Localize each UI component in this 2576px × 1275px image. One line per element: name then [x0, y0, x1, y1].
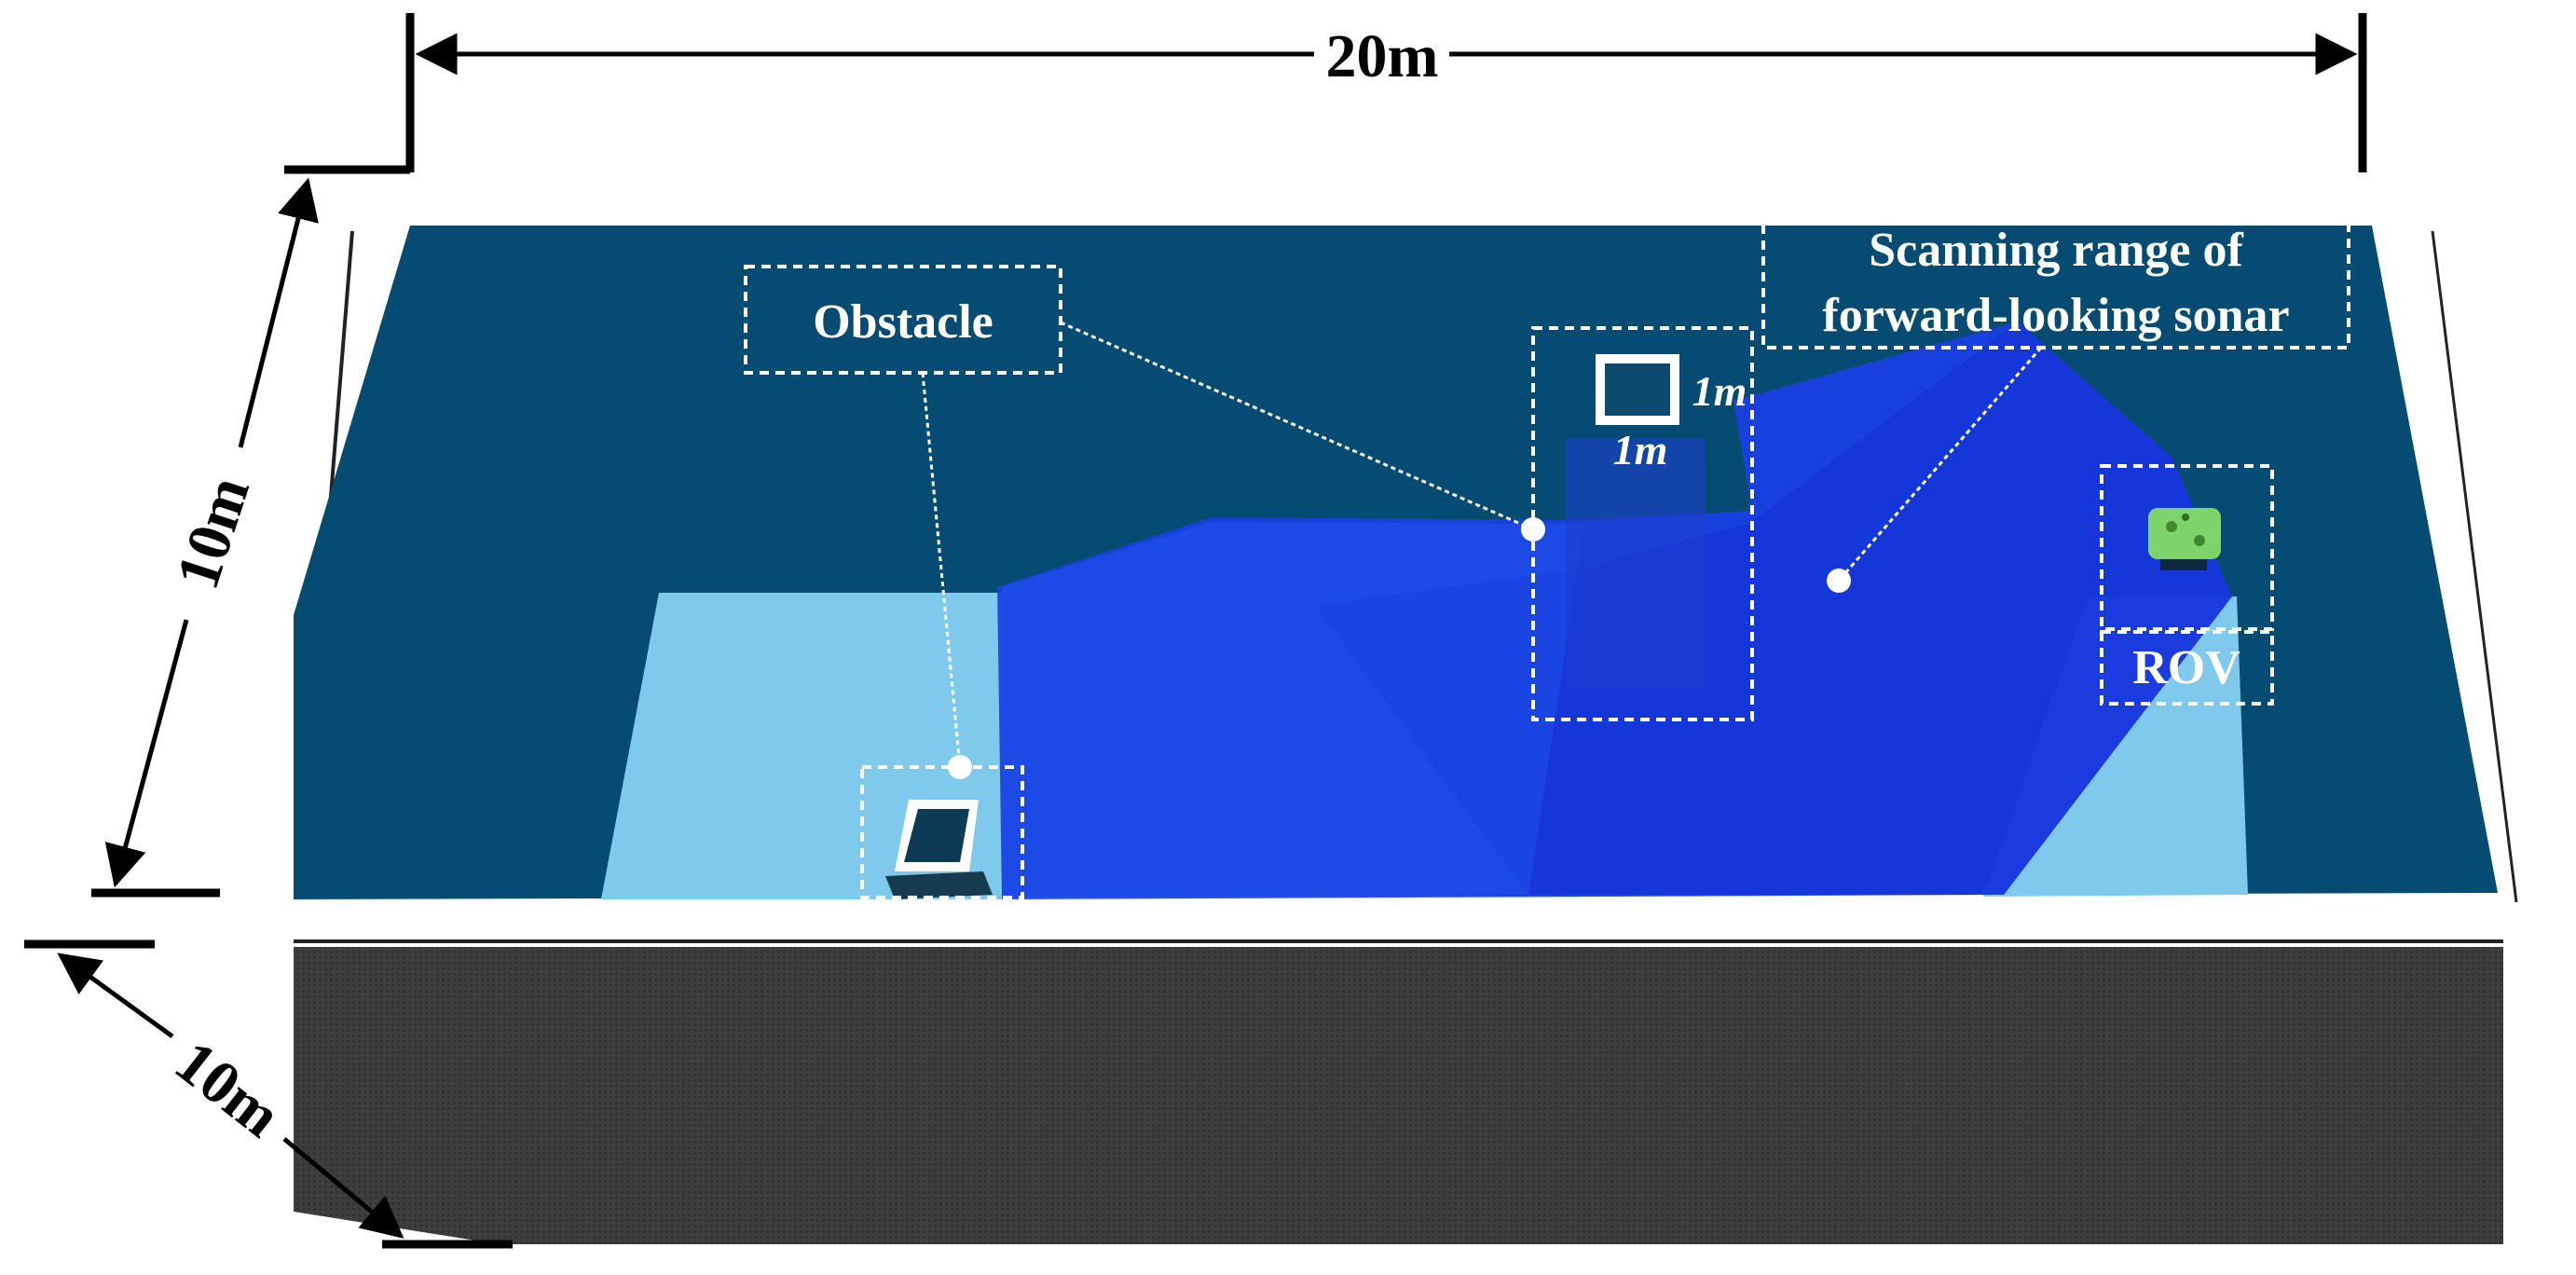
leader-obstacle-near	[921, 372, 962, 768]
sonar-beam-highlight	[1002, 522, 1584, 899]
obstacle-width-label: 1m	[1613, 426, 1668, 473]
obstacle-far-pillar	[1566, 438, 1706, 690]
rov-icon	[2148, 508, 2221, 570]
leader-dot-far	[1521, 517, 1545, 542]
floor-patch-left	[601, 593, 1002, 899]
obstacle-near-top	[904, 809, 969, 862]
depth-arrow-up	[238, 177, 319, 448]
rov-label: ROV	[2132, 641, 2240, 694]
tank-rim-inner-line-right	[2431, 230, 2518, 903]
obstacle-label: Obstacle	[813, 295, 993, 349]
sonar-label-box	[1761, 220, 2350, 350]
near-obstacle-box	[860, 765, 1024, 899]
tank-front-wall	[294, 941, 2503, 1244]
obstacle-far-top	[1605, 363, 1670, 416]
sonar-label-line2: forward-looking sonar	[1822, 289, 2289, 342]
far-obstacle-box	[1531, 326, 1754, 721]
leader-sonar	[1837, 347, 2043, 582]
sonar-label-line1: Scanning range of	[1869, 224, 2243, 277]
rov-label-box	[2100, 630, 2274, 706]
width-label: 20m	[1326, 22, 1439, 90]
leader-dot-near	[948, 755, 972, 779]
dimension-width	[284, 13, 2367, 174]
height-arrow-up	[57, 953, 174, 1039]
height-label: 10m	[163, 1027, 294, 1150]
obstacle-height-label: 1m	[1692, 367, 1747, 415]
leader-obstacle-far	[1060, 321, 1534, 531]
dimension-height	[24, 939, 513, 1249]
height-arrow-down	[282, 1137, 404, 1239]
depth-arrow-down	[104, 619, 189, 888]
rov-box	[2100, 464, 2274, 631]
sonar-beam-shade	[1314, 322, 2232, 895]
obstacle-label-box	[744, 265, 1062, 375]
leader-dot-sonar	[1827, 569, 1851, 593]
obstacle-near-shadow	[885, 871, 993, 899]
depth-label: 10m	[163, 469, 263, 597]
